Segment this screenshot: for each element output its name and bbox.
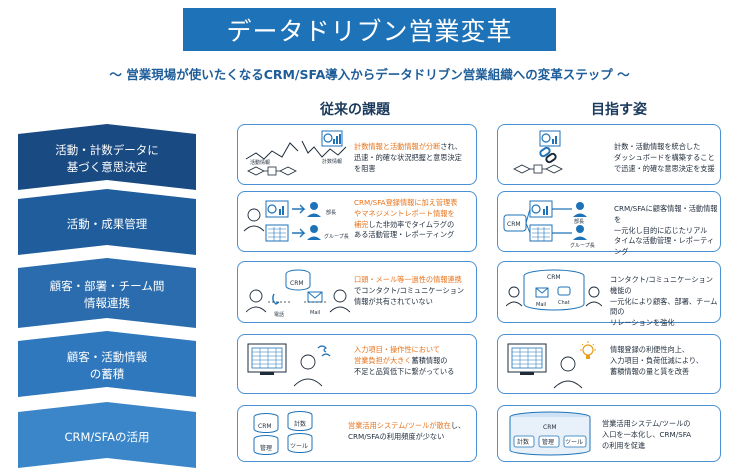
crm-dashboard-illustration: CRM 部長 グループ長 bbox=[502, 197, 602, 249]
easy-input-illustration bbox=[506, 340, 606, 390]
solution-text: 営業活用システム/ツールの 入口を一本化し、CRM/SFA の利用を促進 bbox=[602, 419, 692, 450]
problem-highlight: 入力項目・操作性において 営業負担が大きく bbox=[354, 345, 441, 365]
solution-text: 計数・活動情報を統合した ダッシュボードを構築すること で迅速・的確な意思決定を… bbox=[614, 142, 715, 173]
solution-card-activity-management: CRM 部長 グループ長 CRM/SFAに顧客情報・活動情報を 一元化し目的に応… bbox=[497, 191, 721, 256]
illus-label-crm: CRM bbox=[258, 423, 272, 430]
illus-label-crm: CRM bbox=[547, 274, 561, 281]
problem-rest: 蓄積情報の 不足と品質低下に繋がっている bbox=[354, 355, 455, 376]
solution-text: 情報登録の利便性向上、 入力項目・負荷低減により、 蓄積情報の量と質を改善 bbox=[610, 345, 704, 376]
problem-card-crm-usage: CRM 計数 管理 ツール 営業活用システム/ツールが散在し、 CRM/SFAの… bbox=[237, 405, 477, 462]
step-label: 顧客・活動情報 の蓄積 bbox=[66, 350, 148, 381]
manual-report-illustration: 部長 グループ長 bbox=[242, 197, 350, 249]
unified-crm-illustration: CRM 計数 管理 ツール bbox=[506, 410, 596, 460]
problem-card-decision-making: 活動情報 計数情報 計数情報と活動情報が分断され、 迅速・的確な状況把握と意思決… bbox=[237, 124, 477, 185]
unified-communication-illustration: CRM Mail Chat bbox=[506, 266, 602, 320]
illus-label-crm: CRM bbox=[543, 424, 557, 431]
problem-card-activity-management: 部長 グループ長 CRM/SFA登録情報に加え管理表 やマネジメントレポート情報… bbox=[237, 191, 477, 252]
illus-label-manager: 部長 bbox=[326, 209, 336, 216]
column-header-problem: 従来の課題 bbox=[320, 102, 390, 118]
problem-rest: され、 迅速・的確な状況把握と意思決定 を阻害 bbox=[354, 142, 462, 173]
solution-card-crm-usage: CRM 計数 管理 ツール 営業活用システム/ツールの 入口を一本化し、CRM/… bbox=[497, 405, 721, 462]
illus-label-management: 管理 bbox=[542, 438, 554, 446]
problem-rest: し、 CRM/SFAの利用頻度が少ない bbox=[348, 421, 466, 441]
problem-text: 営業活用システム/ツールが散在し、 CRM/SFAの利用頻度が少ない bbox=[348, 421, 465, 443]
problem-card-info-sharing: CRM 電話 Mail 口頭・メール等一過性の情報連携 でコンタクト/コミュニケ… bbox=[237, 261, 477, 323]
illus-label-activity: 活動情報 bbox=[250, 159, 270, 166]
illus-label-mail: Mail bbox=[536, 302, 546, 308]
illus-label-group-leader: グループ長 bbox=[570, 242, 595, 249]
page-title: データドリブン営業変革 bbox=[183, 8, 556, 51]
problem-text: 口頭・メール等一過性の情報連携 でコンタクト/コミュニケーション 情報が共有され… bbox=[354, 275, 464, 307]
step-chevron-data-accumulation: 顧客・活動情報 の蓄積 bbox=[18, 331, 196, 397]
illus-label-mail: Mail bbox=[310, 310, 320, 316]
problem-highlight: 営業活用システム/ツールが散在 bbox=[348, 421, 451, 430]
illus-label-numeric: 計数情報 bbox=[322, 158, 342, 165]
split-data-illustration: 活動情報 計数情報 bbox=[242, 129, 350, 181]
input-burden-illustration bbox=[246, 340, 346, 390]
solution-card-decision-making: 計数・活動情報を統合した ダッシュボードを構築すること で迅速・的確な意思決定を… bbox=[497, 124, 721, 185]
page-subtitle: ～ 営業現場が使いたくなるCRM/SFA導入からデータドリブン営業組織への変革ス… bbox=[109, 67, 630, 82]
illus-label-manager: 部長 bbox=[574, 218, 584, 225]
step-chevron-activity-management: 活動・成果管理 bbox=[18, 189, 196, 255]
solution-text: コンタクト/コミュニケーション機能の 一元化により顧客、部署、チーム間の リレー… bbox=[610, 275, 718, 328]
step-label: CRM/SFAの活用 bbox=[64, 429, 150, 444]
problem-rest: でコンタクト/コミュニケーション 情報が共有されていない bbox=[354, 285, 465, 306]
problem-text: 入力項目・操作性において 営業負担が大きく蓄積情報の 不足と品質低下に繋がってい… bbox=[354, 345, 454, 377]
scattered-tools-illustration: CRM 計数 管理 ツール bbox=[252, 411, 348, 459]
step-chevron-crm-usage: CRM/SFAの活用 bbox=[18, 402, 196, 468]
step-chevron-info-sharing: 顧客・部署・チーム間 情報連携 bbox=[18, 258, 196, 328]
problem-card-data-accumulation: 入力項目・操作性において 営業負担が大きく蓄積情報の 不足と品質低下に繋がってい… bbox=[237, 334, 477, 394]
problem-text: CRM/SFA登録情報に加え管理表 やマネジメントレポート情報を 補完した非効率… bbox=[354, 198, 457, 241]
problem-text: 計数情報と活動情報が分断され、 迅速・的確な状況把握と意思決定 を阻害 bbox=[354, 142, 462, 174]
solution-card-data-accumulation: 情報登録の利便性向上、 入力項目・負荷低減により、 蓄積情報の量と質を改善 bbox=[497, 334, 721, 394]
step-label: 活動・計数データに 基づく意思決定 bbox=[55, 143, 159, 174]
problem-highlight: 口頭・メール等一過性の情報連携 bbox=[354, 275, 462, 284]
step-label: 活動・成果管理 bbox=[66, 216, 148, 231]
problem-highlight: CRM/SFA登録情報に加え管理表 やマネジメントレポート情報を 補完 bbox=[354, 198, 458, 229]
illus-label-management: 管理 bbox=[260, 444, 272, 452]
illus-label-group-leader: グループ長 bbox=[324, 233, 349, 240]
illus-label-tool: ツール bbox=[565, 439, 583, 446]
illus-label-crm: CRM bbox=[507, 221, 521, 228]
illus-label-numeric: 計数 bbox=[517, 438, 529, 446]
illus-label-crm: CRM bbox=[290, 280, 304, 287]
step-chevron-decision-making: 活動・計数データに 基づく意思決定 bbox=[18, 124, 196, 190]
chain-link-illustration bbox=[506, 129, 590, 181]
fragmented-communication-illustration: CRM 電話 Mail bbox=[246, 266, 350, 320]
solution-card-info-sharing: CRM Mail Chat コンタクト/コミュニケーション機能の 一元化により顧… bbox=[497, 261, 721, 327]
problem-rest: した非効率でタイムラグの ある活動管理・レポーティング bbox=[354, 219, 455, 240]
illus-label-chat: Chat bbox=[558, 300, 570, 306]
illus-label-phone: 電話 bbox=[274, 311, 284, 318]
problem-highlight: 計数情報と活動情報が分断 bbox=[354, 142, 441, 151]
column-header-solution: 目指す姿 bbox=[591, 102, 647, 118]
step-label: 顧客・部署・チーム間 情報連携 bbox=[49, 279, 165, 310]
solution-text: CRM/SFAに顧客情報・活動情報を 一元化し目的に応じたリアル タイムな活動管… bbox=[614, 204, 718, 257]
illus-label-numeric: 計数 bbox=[294, 420, 306, 428]
illus-label-tool: ツール bbox=[290, 443, 308, 450]
